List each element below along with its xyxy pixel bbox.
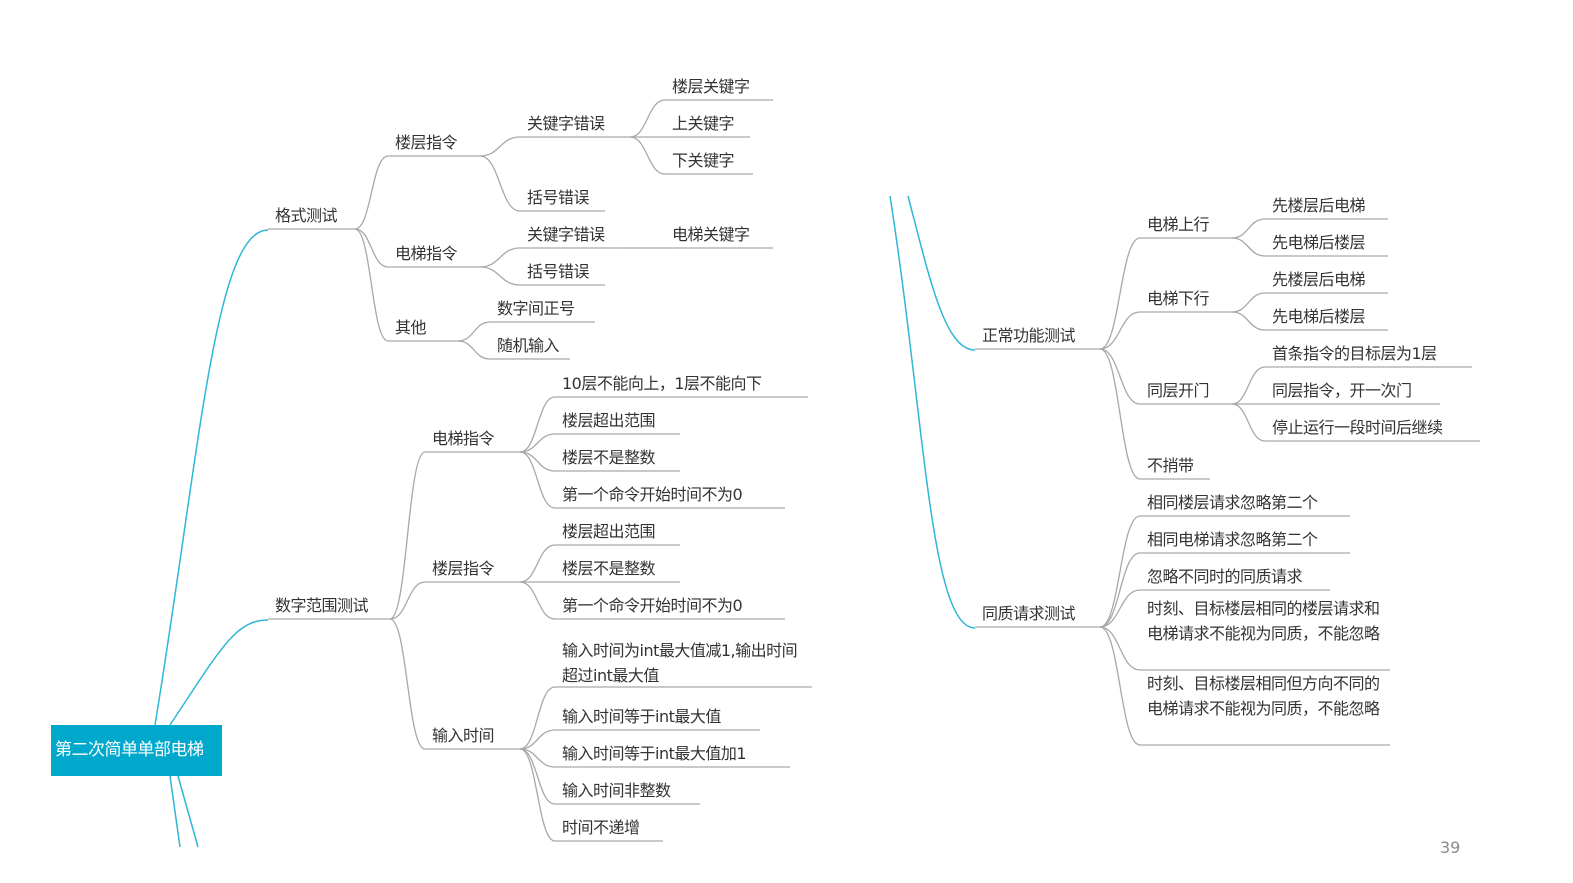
leaf-floor-out-of-range[interactable]: 楼层超出范围 [555, 409, 680, 435]
topic-elevator-down[interactable]: 电梯下行 [1140, 287, 1232, 313]
root-topic[interactable]: 第二次简单单部电梯 [51, 725, 222, 776]
line-root-down-2 [177, 775, 199, 848]
leaf-stop-then-continue[interactable]: 停止运行一段时间后继续 [1265, 416, 1480, 442]
topic-same-floor-open[interactable]: 同层开门 [1140, 379, 1232, 405]
branch-connector [1231, 366, 1266, 405]
leaf-elevator-then-floor[interactable]: 先电梯后楼层 [1265, 231, 1388, 257]
branch-connector [479, 247, 521, 268]
topic-same-request-test[interactable]: 同质请求测试 [975, 602, 1100, 628]
leaf-floor-then-elevator[interactable]: 先楼层后电梯 [1265, 194, 1388, 220]
line-root-to-format [154, 229, 269, 726]
topic-elevator-command[interactable]: 电梯指令 [388, 242, 480, 268]
branch-connector [519, 581, 556, 620]
leaf-down-keyword[interactable]: 下关键字 [665, 149, 753, 175]
branch-connector [1231, 218, 1266, 239]
branch-connector [519, 748, 556, 805]
leaf-elevator-then-floor[interactable]: 先电梯后楼层 [1265, 305, 1388, 331]
topic-floor-command[interactable]: 楼层指令 [425, 557, 520, 583]
leaf-random-input[interactable]: 随机输入 [490, 334, 570, 360]
leaf-int-max-minus-one[interactable]: 输入时间为int最大值减1,输出时间超过int最大值 [555, 638, 812, 688]
branch-connector [629, 99, 666, 138]
leaf-open-once[interactable]: 同层指令，开一次门 [1265, 379, 1440, 405]
leaf-int-max-plus-one[interactable]: 输入时间等于int最大值加1 [555, 742, 790, 768]
leaf-floor-keyword[interactable]: 楼层关键字 [665, 75, 773, 101]
topic-floor-command[interactable]: 楼层指令 [388, 131, 480, 157]
branch-connector [1231, 292, 1266, 313]
topic-format-test[interactable]: 格式测试 [268, 204, 355, 230]
branch-connector [519, 544, 556, 583]
branch-connector [389, 618, 426, 750]
topic-elevator-up[interactable]: 电梯上行 [1140, 213, 1232, 239]
leaf-different-time-request[interactable]: 忽略不同时的同质请求 [1140, 565, 1330, 591]
leaf-time-not-increasing[interactable]: 时间不递增 [555, 816, 663, 842]
branch-connector [354, 228, 389, 268]
line-root-down-1 [169, 775, 181, 848]
topic-normal-function-test[interactable]: 正常功能测试 [975, 324, 1100, 350]
branch-connector [1231, 311, 1266, 331]
leaf-same-floor-request[interactable]: 相同楼层请求忽略第二个 [1140, 491, 1350, 517]
branch-connector [1099, 348, 1141, 480]
topic-keyword-error[interactable]: 关键字错误 [520, 112, 630, 138]
leaf-different-direction-request[interactable]: 时刻、目标楼层相同但方向不同的电梯请求不能视为同质，不能忽略 [1140, 671, 1390, 746]
branch-connector [1099, 348, 1141, 405]
branch-connector [519, 729, 556, 750]
branch-connector [1099, 311, 1141, 350]
line-to-same [889, 195, 976, 629]
branch-connector [519, 451, 556, 509]
leaf-floor-not-integer[interactable]: 楼层不是整数 [555, 446, 680, 472]
branch-connector [479, 155, 521, 212]
line-to-normal [907, 195, 976, 351]
branch-connector [479, 136, 521, 157]
branch-connector [1099, 552, 1141, 628]
branch-connector [519, 451, 556, 472]
branch-connector [1099, 626, 1141, 746]
branch-connector [1099, 589, 1141, 628]
leaf-first-target-floor-1[interactable]: 首条指令的目标层为1层 [1265, 342, 1472, 368]
leaf-floor-vs-elevator-request[interactable]: 时刻、目标楼层相同的楼层请求和电梯请求不能视为同质，不能忽略 [1140, 596, 1390, 671]
branch-connector [519, 686, 556, 750]
leaf-same-elevator-request[interactable]: 相同电梯请求忽略第二个 [1140, 528, 1350, 554]
topic-other[interactable]: 其他 [388, 316, 458, 342]
leaf-elevator-keyword[interactable]: 电梯关键字 [665, 223, 773, 249]
leaf-bracket-error[interactable]: 括号错误 [520, 260, 605, 286]
leaf-plus-sign[interactable]: 数字间正号 [490, 297, 595, 323]
branch-connector [1099, 237, 1141, 350]
branch-connector [629, 136, 666, 175]
topic-no-pickup[interactable]: 不捎带 [1140, 454, 1210, 480]
topic-keyword-error[interactable]: 关键字错误 [520, 223, 630, 249]
branch-connector [457, 321, 491, 342]
leaf-floor-direction-limit[interactable]: 10层不能向上，1层不能向下 [555, 372, 808, 398]
leaf-first-time-not-zero[interactable]: 第一个命令开始时间不为0 [555, 483, 785, 509]
branch-connector [389, 451, 426, 620]
branch-connector [519, 433, 556, 453]
branch-connector [479, 266, 521, 286]
leaf-floor-not-integer[interactable]: 楼层不是整数 [555, 557, 680, 583]
branch-connector [519, 396, 556, 453]
topic-input-time[interactable]: 输入时间 [425, 724, 520, 750]
leaf-bracket-error[interactable]: 括号错误 [520, 186, 605, 212]
branch-connector [519, 748, 556, 842]
branch-connector [354, 155, 389, 230]
branch-connector [1231, 237, 1266, 257]
leaf-floor-then-elevator[interactable]: 先楼层后电梯 [1265, 268, 1388, 294]
branch-connector [1099, 515, 1141, 628]
branch-connector [1231, 403, 1266, 442]
branch-connector [457, 340, 491, 360]
leaf-floor-out-of-range[interactable]: 楼层超出范围 [555, 520, 680, 546]
topic-range-test[interactable]: 数字范围测试 [268, 594, 390, 620]
leaf-up-keyword[interactable]: 上关键字 [665, 112, 750, 138]
branch-connector [354, 228, 389, 342]
page-number: 39 [1440, 838, 1461, 857]
leaf-first-time-not-zero[interactable]: 第一个命令开始时间不为0 [555, 594, 785, 620]
leaf-time-not-integer[interactable]: 输入时间非整数 [555, 779, 700, 805]
line-root-to-range [169, 619, 269, 726]
branch-connector [1099, 626, 1141, 671]
leaf-int-max[interactable]: 输入时间等于int最大值 [555, 705, 760, 731]
branch-connector [389, 581, 426, 620]
main-branch-lines [154, 195, 976, 848]
topic-elevator-command[interactable]: 电梯指令 [425, 427, 520, 453]
